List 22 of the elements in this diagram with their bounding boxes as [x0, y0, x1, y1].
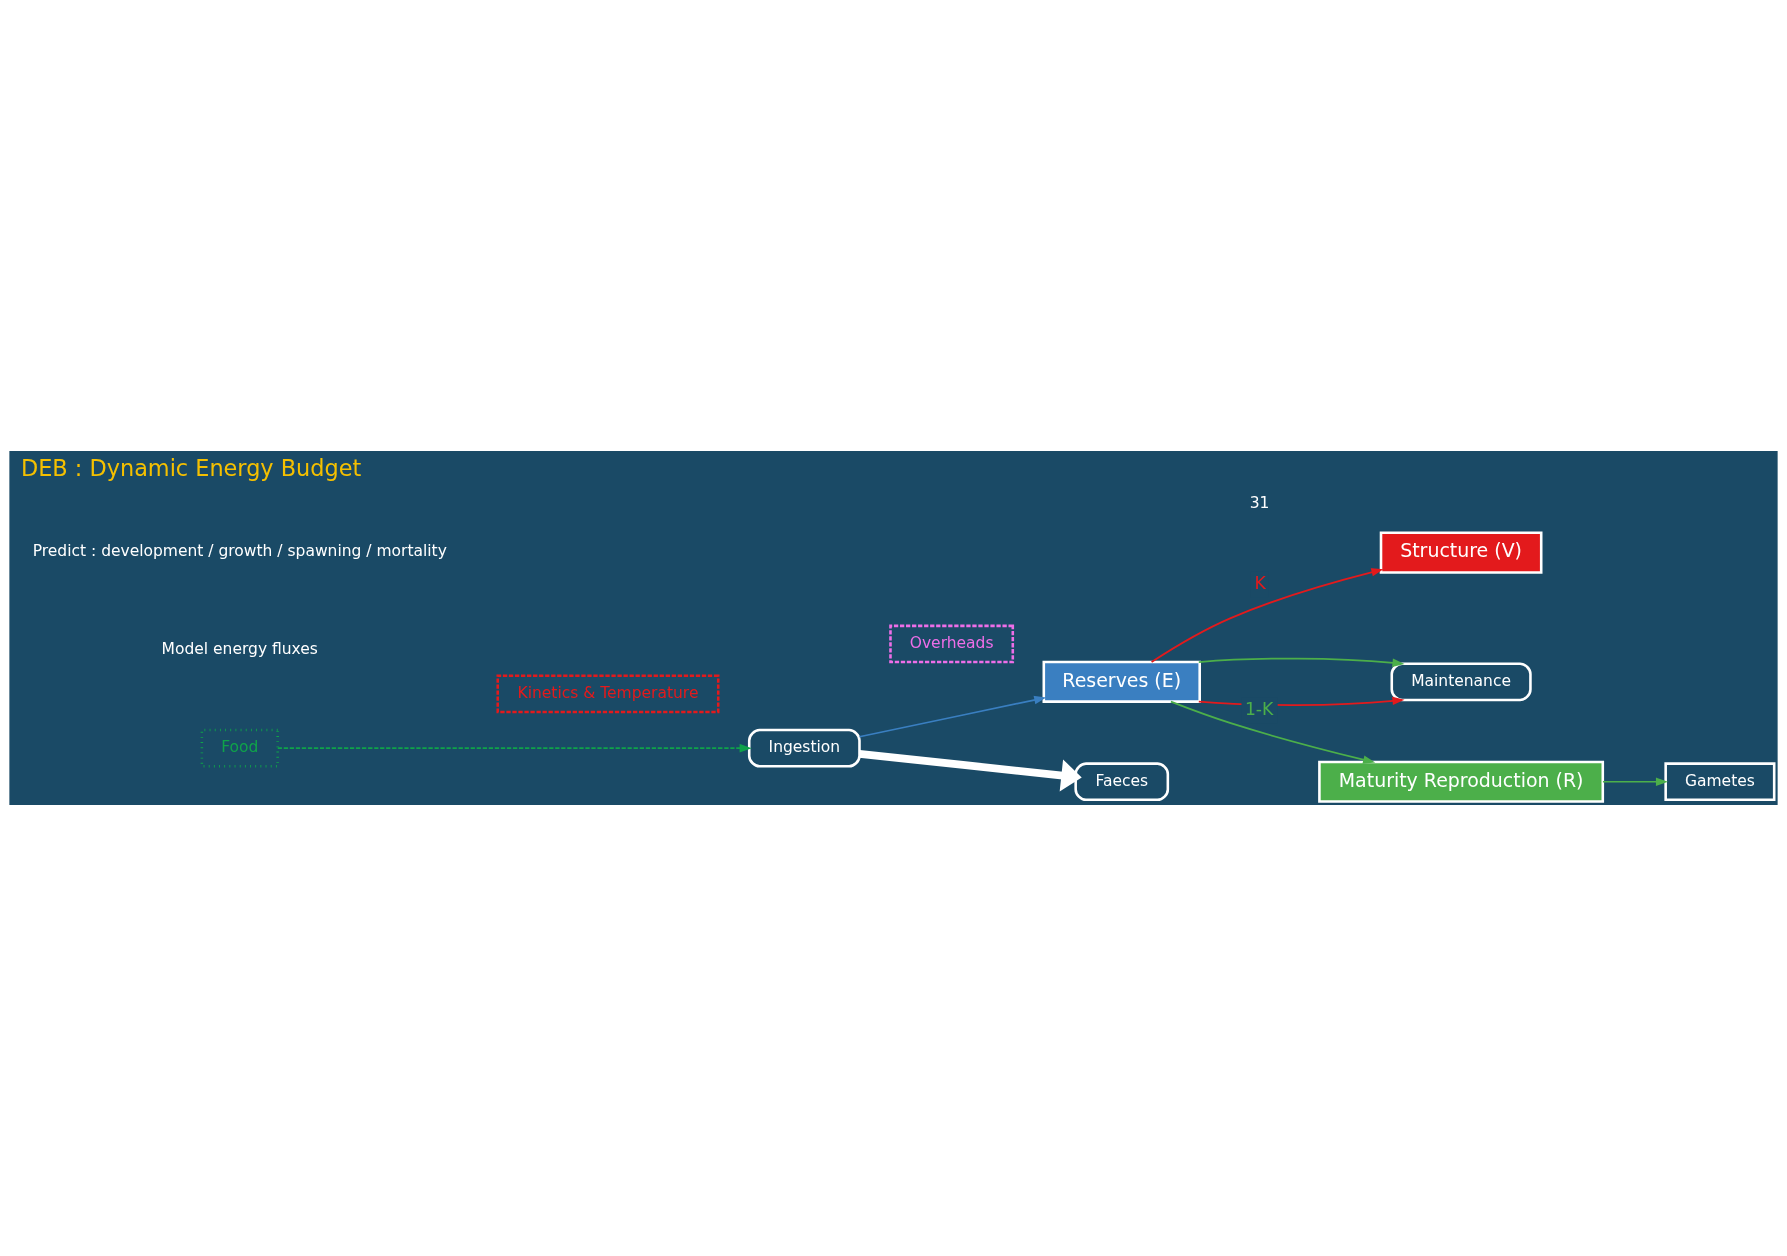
- label: 31: [1249, 494, 1270, 513]
- node-box: Kinetics & Temperature: [496, 674, 720, 714]
- node-box: Gametes: [1664, 762, 1776, 802]
- arrow: [1197, 657, 1405, 667]
- label: Predict : development / growth / spawning / mortality: [32, 541, 447, 560]
- diagram-title: DEB : Dynamic Energy Budget: [21, 454, 362, 481]
- node-box: Reserves (E): [1042, 660, 1201, 703]
- arrow: [859, 750, 1082, 792]
- node-box: Overheads: [889, 624, 1015, 664]
- arrow: [858, 695, 1047, 738]
- edge-label: 1-K: [1244, 698, 1274, 719]
- node-box: Food: [200, 728, 279, 768]
- node-box: Ingestion: [747, 728, 861, 768]
- label: Model energy fluxes: [161, 639, 318, 658]
- node-box: Maturity Reproduction (R): [1318, 760, 1605, 803]
- arrow: [1602, 777, 1668, 786]
- node-box: Structure (V): [1379, 531, 1543, 574]
- arrow: [276, 743, 752, 753]
- node-box: Maintenance: [1390, 662, 1532, 702]
- arrow: [1170, 700, 1376, 764]
- edge-label: K: [1254, 572, 1266, 593]
- node-box: Faeces: [1074, 762, 1170, 802]
